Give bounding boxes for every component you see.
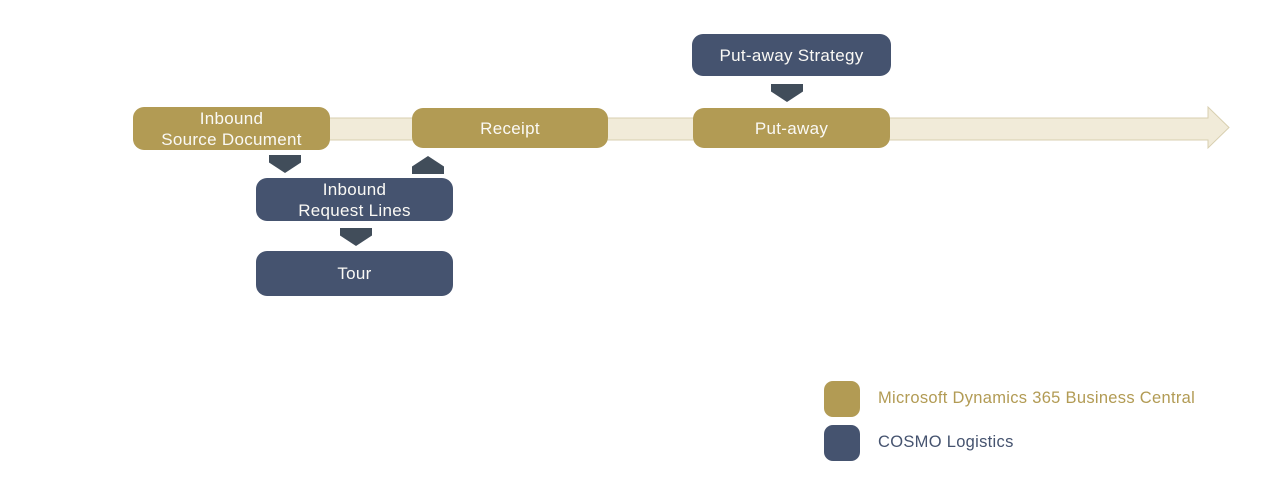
legend-item-cosmo-logistics: COSMO Logistics [824,424,1244,461]
node-label: Put-away Strategy [719,45,864,65]
node-label-line: Request Lines [298,200,411,220]
legend-label: COSMO Logistics [878,433,1014,451]
node-label-line: Inbound [199,108,264,128]
arrow-down-icon [771,84,803,102]
node-label: Put-away [754,118,829,138]
node-put-away-strategy: Put-away Strategy [692,34,891,76]
legend-swatch-gold [824,380,860,417]
node-label-line: Source Document [161,129,302,149]
legend-label: Microsoft Dynamics 365 Business Central [878,389,1196,407]
arrow-down-icon [340,228,372,246]
node-label: Receipt [480,118,540,138]
arrow-down-icon [269,155,301,173]
node-inbound-source-document: Inbound Source Document [133,107,330,150]
node-label: Tour [337,264,372,283]
legend-item-dynamics: Microsoft Dynamics 365 Business Central [824,380,1244,417]
arrow-up-icon [412,156,444,174]
legend: Microsoft Dynamics 365 Business Central … [824,380,1244,461]
node-put-away: Put-away [693,108,890,148]
legend-swatch-blue [824,424,860,461]
node-label-line: Inbound [322,179,387,199]
node-inbound-request-lines: Inbound Request Lines [256,178,453,221]
node-receipt: Receipt [412,108,608,148]
node-tour: Tour [256,251,453,296]
